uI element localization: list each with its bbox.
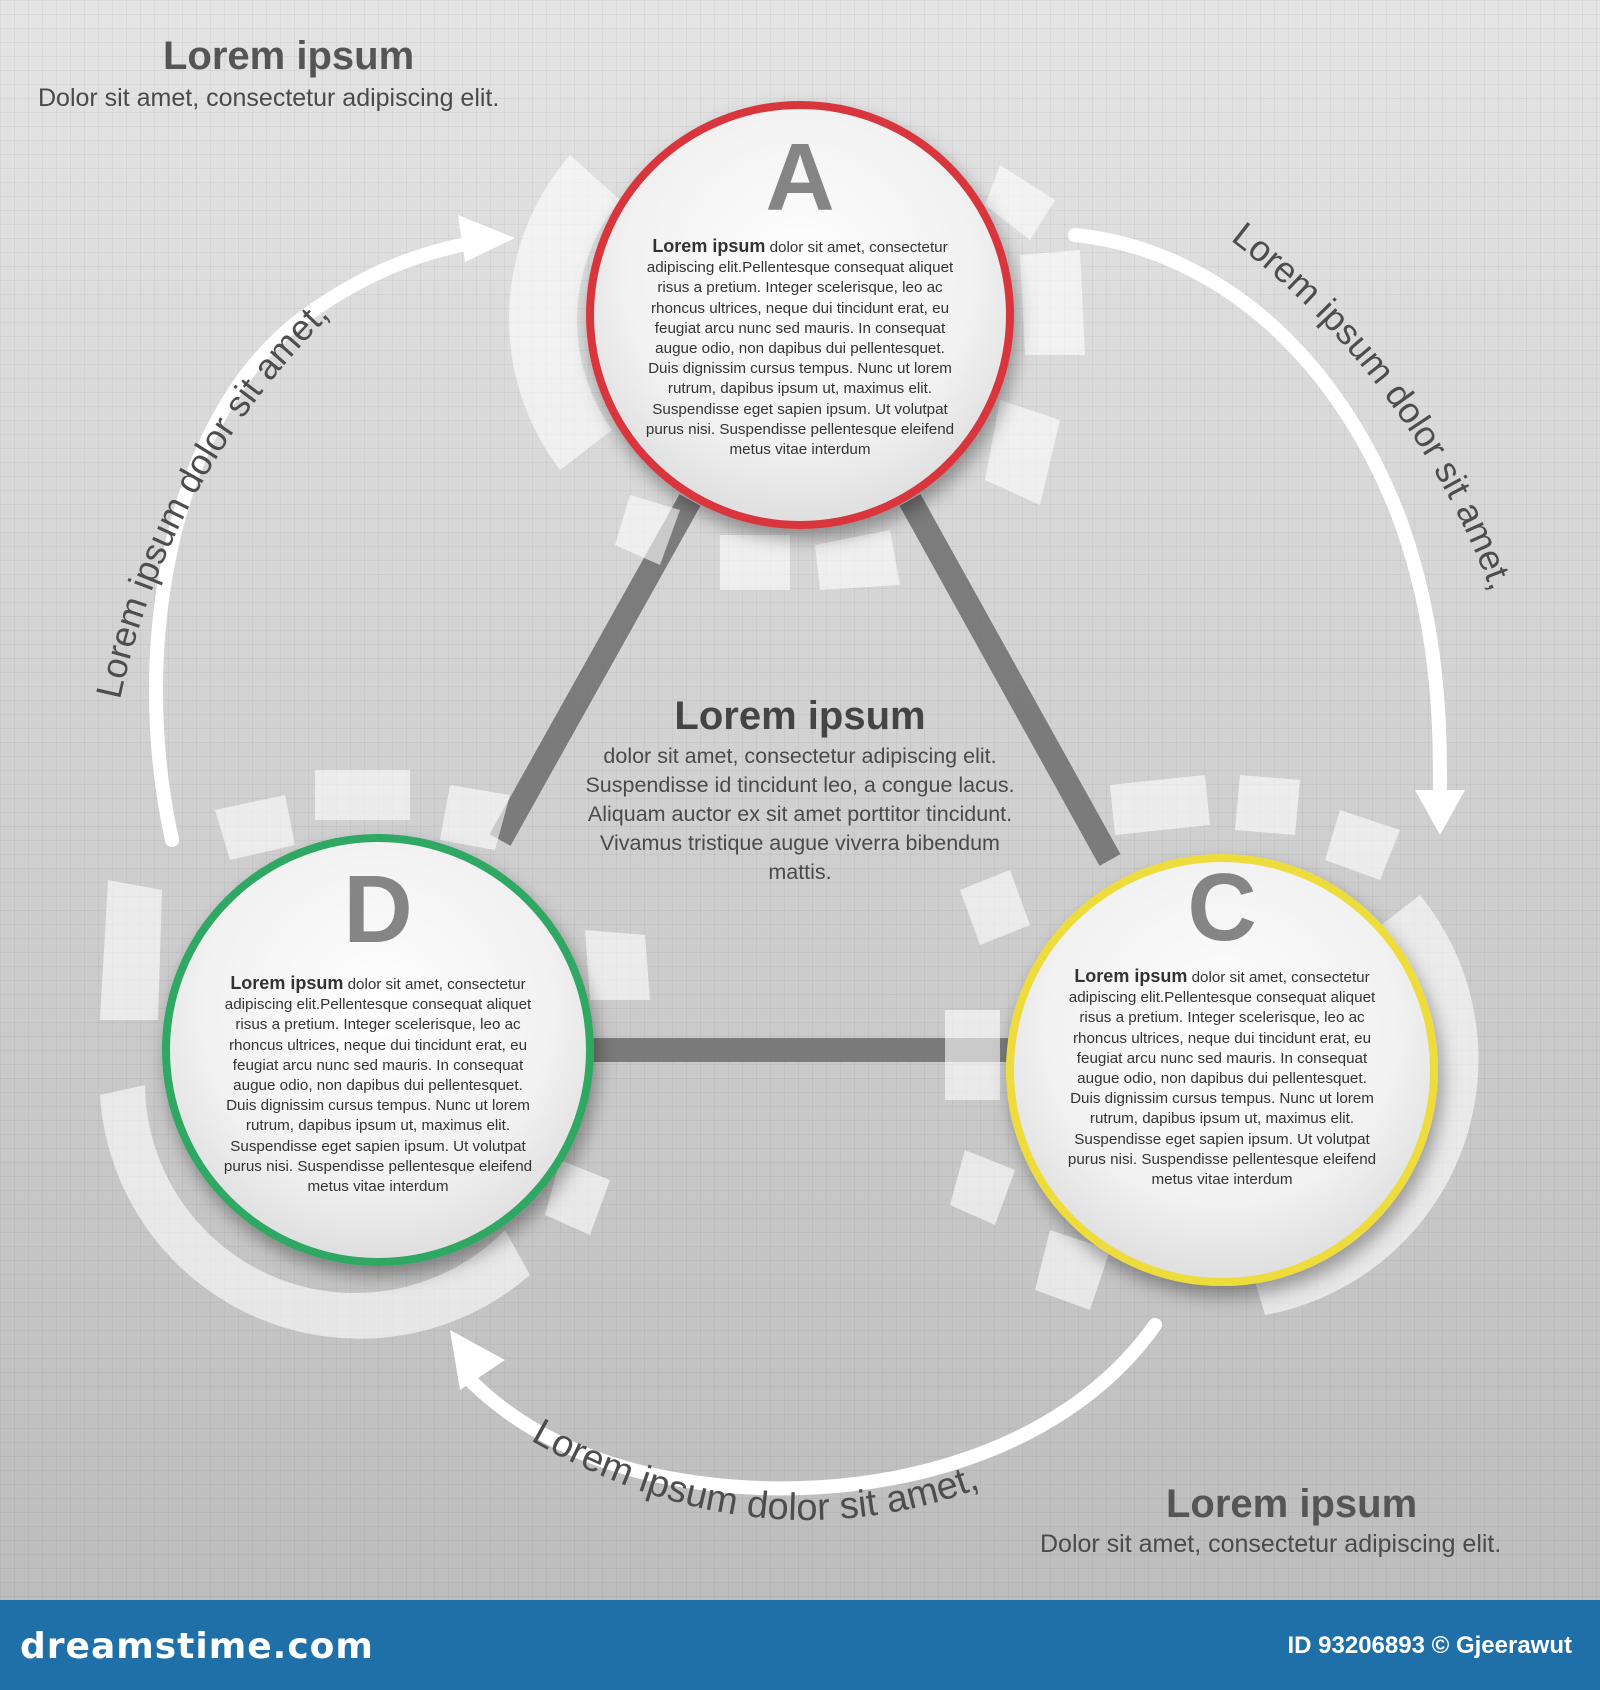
footer-bar: dreamstime.com ID 93206893 © Gjeerawut: [0, 1600, 1600, 1690]
top-left-title: Lorem ipsum: [163, 34, 415, 78]
node-a-disc: [586, 101, 1014, 529]
cycle-arrows: [149, 228, 1447, 1496]
top-left-subtitle: Dolor sit amet, consectetur adipiscing e…: [38, 84, 500, 112]
node-c-letter: C: [1187, 854, 1257, 961]
arrow-heads: [450, 215, 1465, 1390]
footer-site-logo: dreamstime.com: [20, 1626, 374, 1667]
node-c-lead: Lorem ipsum: [1074, 966, 1188, 986]
node-a-lead: Lorem ipsum: [652, 236, 766, 256]
node-a-text: Lorem ipsum dolor sit amet, consectetur …: [640, 236, 960, 460]
ring-segments-d: [100, 770, 650, 1339]
node-d-letter: D: [343, 856, 413, 963]
center-title: Lorem ipsum: [674, 694, 926, 738]
connector-a-c: [899, 494, 1121, 866]
center-text: dolor sit amet, consectetur adipiscing e…: [585, 744, 1015, 884]
arc-caption-right: Lorem ipsum dolor sit amet,: [1225, 214, 1522, 595]
node-a-body: dolor sit amet, consectetur adipiscing e…: [645, 239, 955, 459]
arrow-d-to-a: [149, 233, 497, 847]
node-d-body: dolor sit amet, consectetur adipiscing e…: [223, 976, 533, 1196]
node-d-text: Lorem ipsum dolor sit amet, consectetur …: [218, 973, 538, 1197]
infographic-canvas: Lorem ipsum dolor sit amet, Lorem ipsum …: [0, 0, 1600, 1600]
node-c-text: Lorem ipsum dolor sit amet, consectetur …: [1062, 966, 1382, 1190]
cycle-diagram: Lorem ipsum dolor sit amet, Lorem ipsum …: [88, 101, 1522, 1529]
node-c-disc: [1006, 854, 1438, 1286]
arrow-head-d: [450, 1330, 505, 1390]
ring-segments-a: [508, 155, 1085, 590]
bottom-right-title: Lorem ipsum: [1166, 1482, 1418, 1526]
footer-image-id: ID 93206893 © Gjeerawut: [1287, 1632, 1572, 1659]
arrow-c-to-d: [463, 1318, 1162, 1496]
node-a-letter: A: [765, 124, 835, 231]
arrow-head-c: [1415, 790, 1465, 835]
node-d-disc: [162, 834, 594, 1266]
arrow-a-to-c: [1068, 228, 1447, 797]
bottom-right-subtitle: Dolor sit amet, consectetur adipiscing e…: [1040, 1530, 1502, 1558]
arc-caption-left: Lorem ipsum dolor sit amet,: [88, 292, 336, 702]
arrow-head-a: [458, 215, 515, 262]
node-c-body: dolor sit amet, consectetur adipiscing e…: [1067, 969, 1377, 1189]
node-d-lead: Lorem ipsum: [230, 973, 344, 993]
